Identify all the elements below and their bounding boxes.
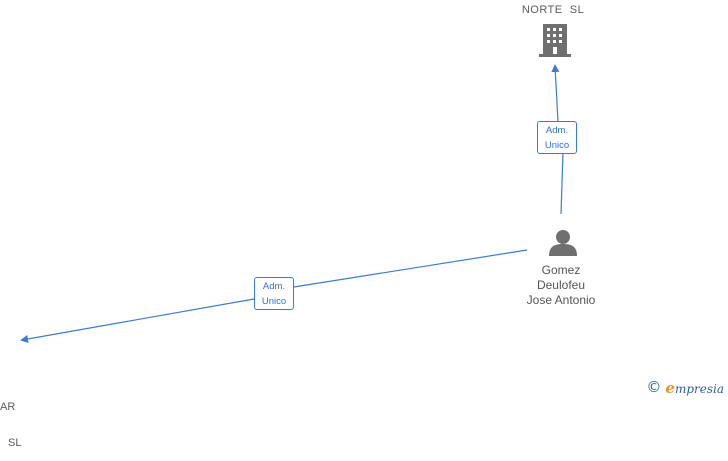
brand-rest: mpresia xyxy=(674,381,724,396)
edge-to-partial-company[interactable] xyxy=(22,249,528,340)
company-name-partial[interactable]: AR SL xyxy=(0,377,21,461)
building-icon[interactable] xyxy=(539,24,571,57)
edge-label-top-line-1: Adm. xyxy=(545,124,569,136)
brand-initial: e xyxy=(665,378,675,397)
relationship-graph xyxy=(0,24,577,400)
copyright-icon: © xyxy=(646,378,662,396)
edge-to-norte-sl[interactable] xyxy=(555,66,564,215)
edge-label-left-line-2: Unico xyxy=(261,295,287,307)
edge-label-left: Adm. Unico xyxy=(254,277,294,310)
edge-label-top: Adm. Unico xyxy=(537,121,577,154)
company-name-partial-line-2: SL xyxy=(8,437,22,449)
empresia-watermark: © empresia xyxy=(646,377,724,397)
person-name-line-1: Gomez xyxy=(541,263,581,277)
person-name-line-3: Jose Antonio xyxy=(526,293,596,307)
company-name-partial-line-1: AR xyxy=(0,401,16,413)
person-icon[interactable] xyxy=(549,230,577,256)
person-name-line-2: Deulofeu xyxy=(536,278,586,292)
edge-label-top-line-2: Unico xyxy=(544,139,570,151)
edge-label-left-line-1: Adm. xyxy=(262,280,286,292)
person-name[interactable]: Gomez Deulofeu Jose Antonio xyxy=(511,263,611,308)
company-name-norte-sl[interactable]: NORTE SL xyxy=(521,4,585,16)
